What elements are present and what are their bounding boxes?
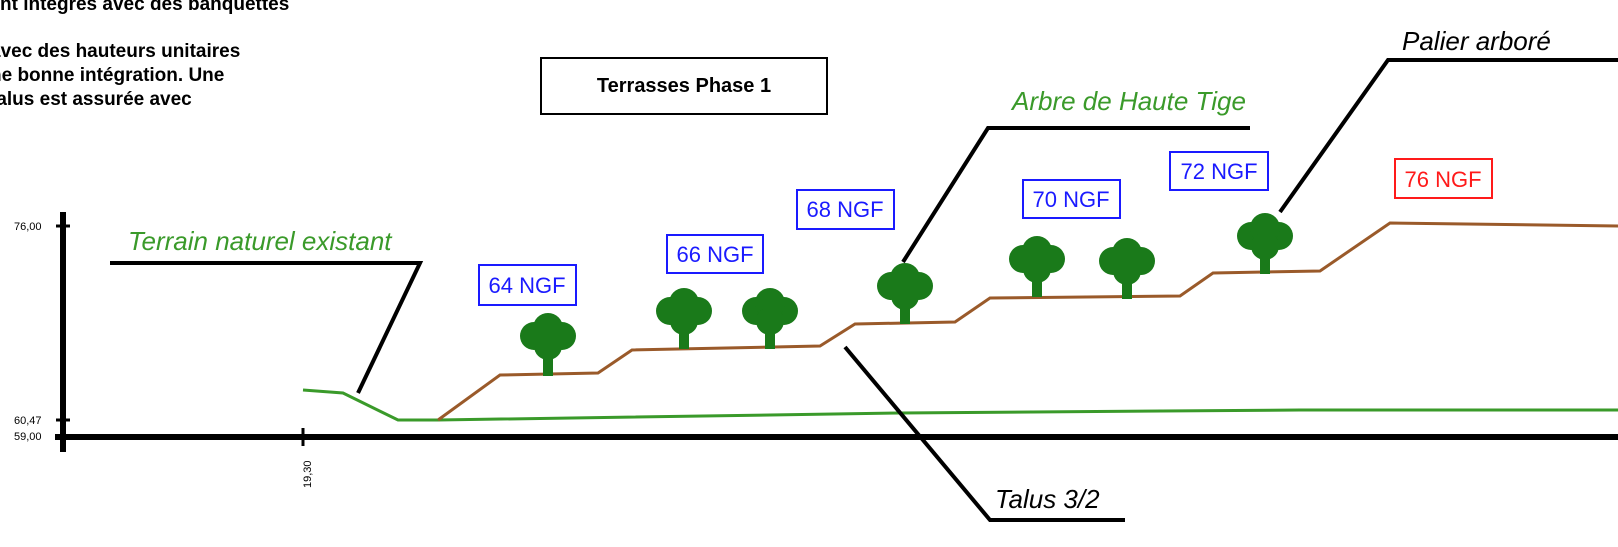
x-tick-label: 19,30 bbox=[302, 460, 314, 488]
level-text: 70 NGF bbox=[1032, 187, 1109, 212]
diagram-title: Terrasses Phase 1 bbox=[540, 57, 828, 115]
level-text: 68 NGF bbox=[806, 197, 883, 222]
palier-callout-line bbox=[1278, 58, 1618, 214]
level-text: 64 NGF bbox=[488, 273, 565, 298]
tree-icon bbox=[656, 288, 712, 349]
intro-line: nt intégrés avec des banquettes bbox=[0, 0, 290, 15]
tree-icon bbox=[1099, 238, 1155, 299]
talus-callout-line bbox=[843, 345, 1125, 522]
tree-icon bbox=[742, 288, 798, 349]
intro-line: ne bonne intégration. Une bbox=[0, 65, 225, 86]
intro-text: nt intégrés avec des banquettes avec des… bbox=[0, 0, 410, 112]
palier-label: Palier arboré bbox=[1402, 26, 1551, 56]
intro-line: avec des hauteurs unitaires bbox=[0, 41, 241, 62]
existing-terrain-line bbox=[302, 388, 1618, 422]
level-label-70: 70 NGF bbox=[1022, 179, 1121, 219]
arbre-callout-line bbox=[901, 126, 1250, 264]
y-tick-label: 59,00 bbox=[14, 431, 42, 443]
axes: 76,00 60,47 59,00 19,30 bbox=[14, 212, 1618, 488]
level-label-66: 66 NGF bbox=[666, 234, 764, 274]
tree-icon bbox=[1009, 236, 1065, 297]
level-text: 76 NGF bbox=[1404, 167, 1481, 192]
level-label-68: 68 NGF bbox=[796, 189, 895, 230]
terrain-label: Terrain naturel existant bbox=[128, 226, 393, 256]
arbre-label: Arbre de Haute Tige bbox=[1010, 86, 1246, 116]
level-text: 72 NGF bbox=[1180, 159, 1257, 184]
y-tick-label: 76,00 bbox=[14, 221, 42, 233]
talus-label: Talus 3/2 bbox=[995, 484, 1100, 514]
y-tick-label: 60,47 bbox=[14, 415, 42, 427]
level-label-76: 76 NGF bbox=[1394, 158, 1493, 199]
level-text: 66 NGF bbox=[676, 242, 753, 267]
terrace-profile-line bbox=[437, 221, 1618, 422]
level-label-64: 64 NGF bbox=[478, 264, 577, 306]
level-label-72: 72 NGF bbox=[1169, 151, 1269, 191]
tree-icon bbox=[1237, 213, 1293, 274]
tree-icon bbox=[877, 263, 933, 324]
intro-line: talus est assurée avec bbox=[0, 89, 192, 110]
tree-icon bbox=[520, 313, 576, 376]
terrain-callout-line bbox=[110, 261, 424, 394]
